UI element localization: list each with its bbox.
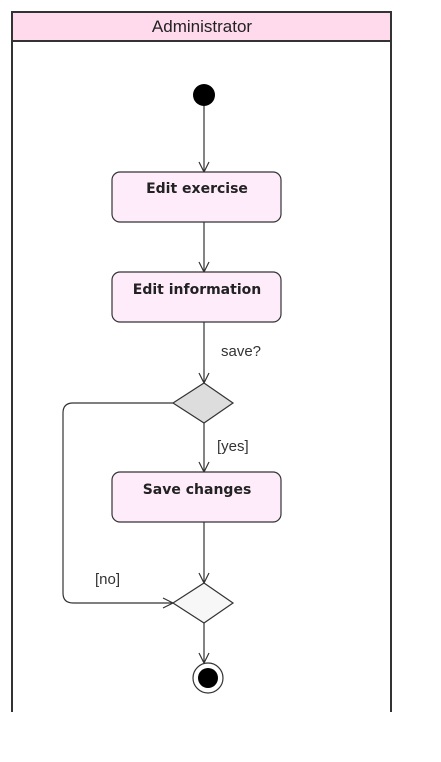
decision-node	[171, 382, 235, 424]
action-save-changes: Save changes	[111, 471, 282, 523]
action-save-changes-label: Save changes	[143, 482, 252, 498]
guard-no-label: [no]	[95, 571, 120, 588]
action-edit-information: Edit information	[111, 271, 282, 323]
action-edit-information-label: Edit information	[133, 282, 261, 298]
final-node	[192, 662, 224, 694]
swimlane-header	[11, 11, 392, 42]
guard-yes-label: [yes]	[217, 438, 249, 455]
edge-decision-no-to-merge	[62, 402, 173, 603]
action-edit-exercise: Edit exercise	[111, 171, 282, 223]
merge-node	[171, 582, 235, 624]
flow-edges	[62, 106, 204, 663]
initial-node	[193, 84, 215, 106]
action-edit-exercise-label: Edit exercise	[146, 181, 248, 197]
swimlane-title: Administrator	[152, 17, 252, 36]
swimlane: Administrator	[11, 11, 392, 712]
decision-question-label: save?	[221, 343, 261, 360]
